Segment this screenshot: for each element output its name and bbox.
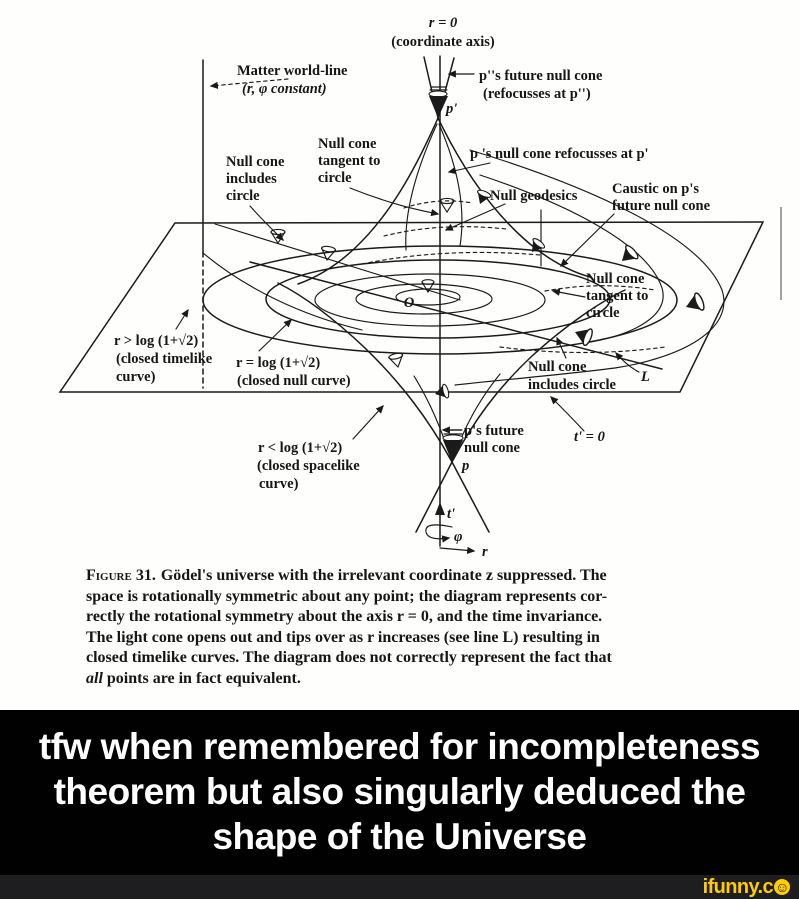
label-p: p bbox=[460, 458, 469, 474]
svg-text:curve): curve) bbox=[259, 476, 299, 492]
label-p2-future-null-cone: p''s future null cone bbox=[479, 68, 603, 84]
small-light-cones bbox=[270, 189, 705, 399]
diagram-labels: r = 0 (coordinate axis) Matter world-lin… bbox=[114, 15, 711, 560]
ifunny-brand-text: ifunny.c bbox=[702, 875, 774, 898]
label-null-cone-includes-left: Null cone bbox=[226, 154, 285, 170]
svg-text:circle: circle bbox=[226, 188, 260, 204]
caption-line: rectly the rotational symmetry about the… bbox=[86, 608, 603, 625]
label-null-cone-tangent-left: Null cone bbox=[318, 136, 377, 152]
caption-line: all points are in fact equivalent. bbox=[86, 669, 301, 687]
svg-text:curve): curve) bbox=[116, 369, 156, 385]
label-matter-world-line: Matter world-line bbox=[237, 63, 348, 79]
figure-number: Figure 31. bbox=[86, 567, 156, 584]
svg-text:(closed spacelike: (closed spacelike bbox=[257, 458, 360, 474]
svg-text:tangent to: tangent to bbox=[318, 153, 380, 169]
figure-scan: r = 0 (coordinate axis) Matter world-lin… bbox=[0, 15, 799, 689]
caption-line: The light cone opens out and tips over a… bbox=[86, 628, 600, 646]
svg-text:(r, φ constant): (r, φ constant) bbox=[242, 81, 327, 97]
coordinate-axis bbox=[425, 55, 476, 555]
meme-caption-box: tfw when remembered for incompleteness t… bbox=[0, 710, 799, 875]
smiley-icon: ☺ bbox=[774, 879, 790, 895]
svg-text:includes: includes bbox=[226, 171, 277, 187]
label-null-cone-includes-right: Null cone bbox=[528, 359, 587, 375]
svg-text:(refocusses at p''): (refocusses at p'') bbox=[483, 86, 591, 102]
label-r-gt: r > log (1+√2) bbox=[114, 333, 198, 349]
label-axis-t: t' bbox=[447, 506, 455, 522]
svg-text:circle: circle bbox=[318, 170, 352, 186]
label-caustic: Caustic on p's bbox=[612, 181, 699, 197]
label-coordinate-axis: (coordinate axis) bbox=[391, 34, 495, 50]
label-r-eq: r = log (1+√2) bbox=[236, 355, 320, 371]
invariance-plane bbox=[58, 207, 782, 393]
light-cone-structure bbox=[202, 56, 725, 533]
svg-text:circle: circle bbox=[586, 305, 620, 321]
label-t-zero: t' = 0 bbox=[574, 429, 605, 445]
svg-text:(closed null curve): (closed null curve) bbox=[237, 373, 351, 389]
svg-text:null cone: null cone bbox=[464, 440, 521, 456]
svg-text:tangent to: tangent to bbox=[586, 288, 648, 304]
svg-text:(closed timelike: (closed timelike bbox=[116, 351, 213, 367]
leader-arrows bbox=[175, 70, 640, 440]
svg-text:includes circle: includes circle bbox=[528, 377, 616, 393]
svg-text:future null cone: future null cone bbox=[612, 198, 711, 214]
label-r-lt: r < log (1+√2) bbox=[258, 440, 342, 456]
label-p-future-null-cone: p's future bbox=[464, 423, 524, 439]
label-null-geodesics: Null geodesics bbox=[490, 188, 578, 204]
label-null-cone-tangent-right: Null cone bbox=[586, 271, 645, 287]
meme-text-line: shape of the Universe bbox=[212, 816, 587, 857]
label-origin: O bbox=[404, 295, 415, 311]
label-axis-phi: φ bbox=[454, 529, 462, 545]
figure-caption: Figure 31.Gödel's universe with the irre… bbox=[0, 560, 799, 689]
label-p-null-cone-refocus: p 's null cone refocusses at p' bbox=[470, 146, 649, 162]
meme-text-line: tfw when remembered for incompleteness bbox=[38, 726, 761, 767]
label-axis-r: r bbox=[482, 544, 488, 560]
caption-line: space is rotationally symmetric about an… bbox=[86, 587, 608, 605]
caption-line: Figure 31.Gödel's universe with the irre… bbox=[86, 567, 607, 584]
label-r0: r = 0 bbox=[429, 15, 457, 31]
label-p-prime: p' bbox=[444, 101, 457, 117]
godel-universe-diagram: r = 0 (coordinate axis) Matter world-lin… bbox=[58, 15, 782, 560]
watermark-bar: ifunny.c ☺ bbox=[0, 875, 799, 899]
meme-text-line: theorem but also singularly deduced the bbox=[53, 771, 746, 812]
ifunny-watermark: ifunny.c ☺ bbox=[703, 876, 790, 899]
label-line-L: L bbox=[640, 369, 650, 385]
caption-line: closed timelike curves. The diagram does… bbox=[86, 649, 612, 666]
